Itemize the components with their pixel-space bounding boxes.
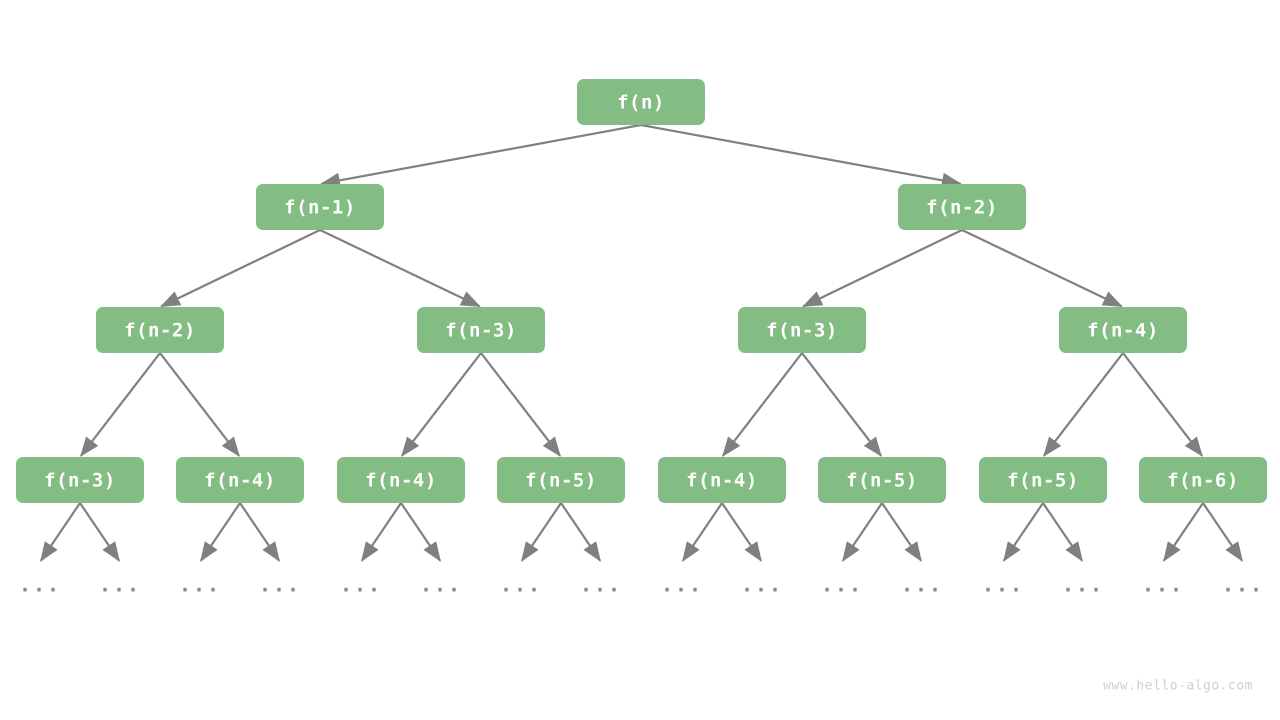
watermark: www.hello-algo.com — [1103, 679, 1253, 694]
ellipsis-marker: ... — [500, 573, 542, 597]
ellipsis-layer: ........................................… — [19, 573, 1264, 597]
node-label: f(n-6) — [1167, 470, 1239, 492]
leaf-edge — [1202, 502, 1244, 562]
tree-edge — [1122, 352, 1203, 457]
node-background — [256, 184, 384, 230]
node-background — [497, 457, 625, 503]
ellipsis-marker: ... — [821, 573, 863, 597]
tree-edge — [320, 123, 642, 188]
ellipsis-marker: ... — [580, 573, 622, 597]
leaf-edge — [881, 502, 923, 562]
tree-node[interactable]: f(n-3) — [16, 457, 144, 503]
tree-edge — [80, 352, 161, 457]
tree-node[interactable]: f(n-2) — [898, 184, 1026, 230]
node-label: f(n-4) — [1087, 320, 1159, 342]
node-background — [898, 184, 1026, 230]
node-background — [577, 79, 705, 125]
node-background — [1059, 307, 1187, 353]
tree-edge — [160, 229, 321, 308]
node-label: f(n-5) — [1007, 470, 1079, 492]
node-background — [417, 307, 545, 353]
tree-node[interactable]: f(n-5) — [818, 457, 946, 503]
nodes-layer: f(n) f(n-1) f(n-2) f(n-2) f(n-3) f(n-3) f(n-4)… — [16, 79, 1267, 503]
leaf-edge — [841, 502, 883, 562]
leaf-edge — [681, 502, 723, 562]
leaf-edge — [1162, 502, 1204, 562]
tree-node[interactable]: f(n-4) — [658, 457, 786, 503]
leaf-edge — [360, 502, 402, 562]
leaf-edge — [199, 502, 241, 562]
node-label: f(n) — [617, 92, 665, 114]
tree-node[interactable]: f(n-6) — [1139, 457, 1267, 503]
ellipsis-marker: ... — [741, 573, 783, 597]
tree-node[interactable]: f(n) — [577, 79, 705, 125]
tree-edge — [802, 229, 963, 308]
node-label: f(n-2) — [124, 320, 196, 342]
leaf-edge — [1042, 502, 1084, 562]
tree-edge — [801, 352, 882, 457]
leaf-edge — [520, 502, 562, 562]
leaf-edge — [400, 502, 442, 562]
tree-node[interactable]: f(n-3) — [738, 307, 866, 353]
ellipsis-marker: ... — [99, 573, 141, 597]
tree-node[interactable]: f(n-5) — [979, 457, 1107, 503]
node-background — [738, 307, 866, 353]
ellipsis-marker: ... — [1222, 573, 1264, 597]
tree-node[interactable]: f(n-1) — [256, 184, 384, 230]
tree-node[interactable]: f(n-5) — [497, 457, 625, 503]
node-background — [818, 457, 946, 503]
node-background — [176, 457, 304, 503]
node-label: f(n-4) — [686, 470, 758, 492]
leaf-edge — [239, 502, 281, 562]
node-label: f(n-4) — [365, 470, 437, 492]
node-label: f(n-3) — [445, 320, 517, 342]
tree-edge — [640, 123, 962, 188]
node-label: f(n-5) — [846, 470, 918, 492]
node-background — [16, 457, 144, 503]
ellipsis-marker: ... — [340, 573, 382, 597]
tree-edge — [722, 352, 803, 457]
ellipsis-marker: ... — [982, 573, 1024, 597]
tree-edge — [401, 352, 482, 457]
ellipsis-marker: ... — [179, 573, 221, 597]
leaf-arrows-layer — [39, 502, 1244, 562]
tree-edge — [319, 229, 481, 308]
tree-node[interactable]: f(n-3) — [417, 307, 545, 353]
node-background — [337, 457, 465, 503]
leaf-edge — [1002, 502, 1044, 562]
node-label: f(n-1) — [284, 197, 356, 219]
tree-edge — [961, 229, 1123, 308]
leaf-edge — [721, 502, 763, 562]
tree-edge — [1043, 352, 1124, 457]
tree-node[interactable]: f(n-2) — [96, 307, 224, 353]
tree-edge — [159, 352, 240, 457]
node-label: f(n-2) — [926, 197, 998, 219]
node-background — [658, 457, 786, 503]
node-background — [96, 307, 224, 353]
ellipsis-marker: ... — [901, 573, 943, 597]
node-label: f(n-3) — [766, 320, 838, 342]
ellipsis-marker: ... — [19, 573, 61, 597]
ellipsis-marker: ... — [661, 573, 703, 597]
node-background — [979, 457, 1107, 503]
leaf-edge — [560, 502, 602, 562]
tree-node[interactable]: f(n-4) — [1059, 307, 1187, 353]
edges-layer — [80, 123, 1203, 457]
leaf-edge — [39, 502, 81, 562]
node-label: f(n-4) — [204, 470, 276, 492]
tree-node[interactable]: f(n-4) — [176, 457, 304, 503]
ellipsis-marker: ... — [1142, 573, 1184, 597]
node-background — [1139, 457, 1267, 503]
ellipsis-marker: ... — [259, 573, 301, 597]
node-label: f(n-5) — [525, 470, 597, 492]
tree-node[interactable]: f(n-4) — [337, 457, 465, 503]
tree-edge — [480, 352, 561, 457]
ellipsis-marker: ... — [420, 573, 462, 597]
ellipsis-marker: ... — [1062, 573, 1104, 597]
leaf-edge — [79, 502, 121, 562]
node-label: f(n-3) — [44, 470, 116, 492]
